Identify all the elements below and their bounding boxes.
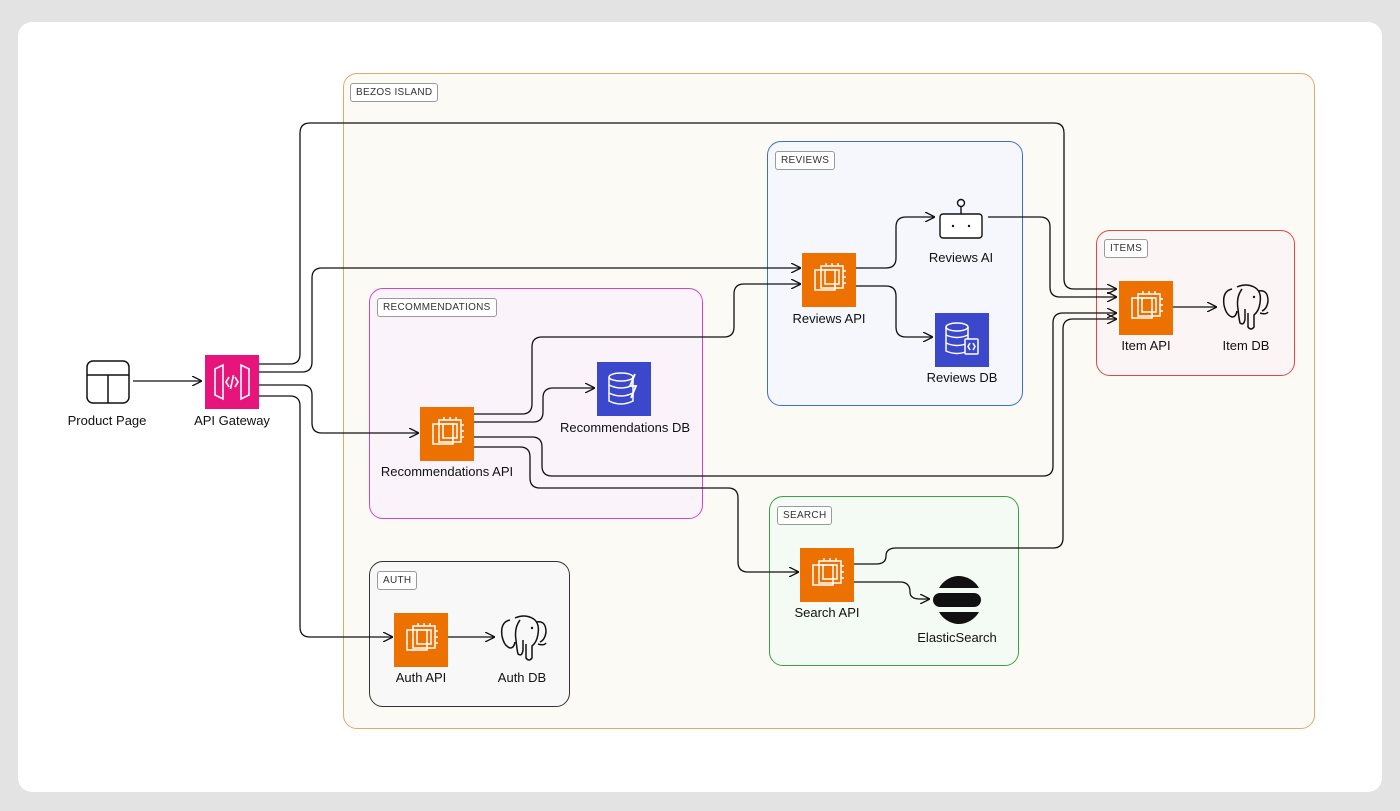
group-label-recommendations: RECOMMENDATIONS bbox=[377, 298, 497, 317]
item-db-label: Item DB bbox=[1222, 338, 1270, 353]
rds-icon bbox=[945, 322, 979, 355]
search-api-node[interactable] bbox=[800, 548, 854, 602]
reviews-api-node[interactable] bbox=[802, 253, 856, 307]
reviews-db-label: Reviews DB bbox=[926, 370, 998, 385]
reviews-api-label: Reviews API bbox=[792, 311, 866, 326]
ec2-chip-icon bbox=[814, 263, 846, 291]
recommendations-api-node[interactable] bbox=[420, 407, 474, 461]
edge-search-api-to-item-api bbox=[853, 319, 1116, 565]
edge-recommendations-api-to-reviews-api bbox=[474, 284, 800, 415]
edge-recommendations-api-to-search-api bbox=[474, 446, 798, 572]
ec2-chip-icon bbox=[812, 558, 844, 586]
item-db-node[interactable] bbox=[1218, 279, 1274, 335]
reviews-db-node[interactable] bbox=[935, 313, 989, 367]
edge-reviews-api-to-reviews-ai bbox=[856, 217, 934, 269]
api-gateway-label: API Gateway bbox=[194, 413, 270, 428]
api-gateway-node[interactable] bbox=[205, 355, 259, 409]
recommendations-db-node[interactable] bbox=[597, 362, 651, 416]
edge-api-gateway-to-reviews-api bbox=[259, 268, 800, 373]
reviews-ai-node[interactable] bbox=[936, 196, 986, 242]
edge-reviews-api-to-reviews-db bbox=[856, 285, 932, 337]
group-label-search: SEARCH bbox=[777, 506, 833, 525]
auth-api-label: Auth API bbox=[395, 670, 447, 685]
item-api-label: Item API bbox=[1121, 338, 1171, 353]
edge-api-gateway-to-item-api bbox=[259, 122, 1116, 365]
api-gateway-icon bbox=[214, 363, 250, 401]
auth-db-label: Auth DB bbox=[497, 670, 547, 685]
reviews-ai-label: Reviews AI bbox=[928, 250, 994, 265]
auth-db-node[interactable] bbox=[496, 610, 552, 666]
group-label-reviews: REVIEWS bbox=[775, 151, 836, 170]
product-page-label: Product Page bbox=[67, 413, 147, 428]
elasticsearch-icon bbox=[933, 575, 981, 625]
edge-recommendations-api-to-item-api bbox=[474, 313, 1116, 477]
auth-api-node[interactable] bbox=[394, 613, 448, 667]
robot-icon bbox=[939, 198, 983, 239]
product-page-node[interactable] bbox=[86, 360, 130, 404]
search-api-label: Search API bbox=[794, 605, 860, 620]
recommendations-api-label: Recommendations API bbox=[380, 464, 514, 479]
elasticsearch-node[interactable] bbox=[929, 572, 985, 628]
edge-recommendations-api-to-recommendations-db bbox=[474, 388, 594, 423]
elasticsearch-label: ElasticSearch bbox=[917, 630, 997, 645]
edge-api-gateway-to-auth-api bbox=[259, 395, 392, 637]
postgres-elephant-icon bbox=[1222, 284, 1269, 330]
postgres-elephant-icon bbox=[500, 615, 547, 661]
recommendations-db-label: Recommendations DB bbox=[559, 420, 691, 435]
ec2-chip-icon bbox=[406, 623, 438, 651]
dynamodb-icon bbox=[608, 372, 638, 405]
edge-reviews-ai-to-item-api bbox=[988, 216, 1116, 297]
group-label-items: ITEMS bbox=[1104, 239, 1149, 258]
edge-api-gateway-to-recommendations-api bbox=[259, 384, 418, 433]
edge-search-api-to-elasticsearch bbox=[853, 581, 929, 599]
ec2-chip-icon bbox=[1131, 291, 1163, 319]
ec2-chip-icon bbox=[432, 417, 464, 445]
item-api-node[interactable] bbox=[1119, 281, 1173, 335]
group-label-bezos-island: BEZOS ISLAND bbox=[350, 83, 439, 102]
group-label-auth: AUTH bbox=[377, 571, 418, 590]
layout-icon bbox=[86, 360, 130, 404]
